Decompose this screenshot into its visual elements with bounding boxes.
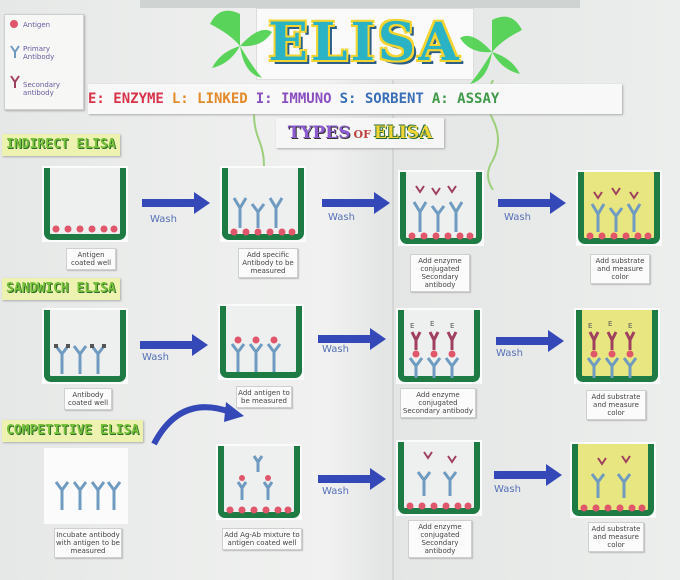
arrow-right-icon [494,464,562,486]
legend-primary: Primary Antibody [23,45,55,61]
svg-text:E: E [410,322,414,330]
wash-label: Wash [504,212,531,223]
svg-text:E: E [450,322,454,330]
wash-label: Wash [150,214,177,225]
acronym-s: S: SORBENT [339,91,424,107]
wash-label: Wash [496,348,523,359]
secondary-antibody-icon [10,75,20,88]
arrow-right-icon [140,334,208,356]
antigen-layer [52,225,118,233]
title-card [256,8,474,80]
of-word: OF [353,128,371,141]
top-strip [140,0,580,8]
well-cup-substrate [576,310,658,382]
sandwich-caption-4: Add substrate and measure color [586,390,646,420]
antigen-capture-layer [230,336,282,372]
green-ribbon-right [460,16,522,84]
competitive-secondary-layer [406,451,472,510]
indirect-caption-1: Antigen coated well [66,248,116,270]
bound-antibody-layer [230,197,296,236]
svg-text:E: E [628,322,632,330]
sandwich-caption-3: Add enzyme conjugated Secondary antibody [400,388,476,418]
antigen-icon [10,20,18,28]
competitive-substrate-layer [580,455,646,512]
competitive-caption-4: Add substrate and measure color [588,522,644,552]
wash-label: Wash [142,352,169,363]
acronym-a: A: ASSAY [431,91,500,107]
arrow-right-icon [142,192,210,214]
poster-title: ELISA [268,12,462,73]
arrow-right-icon [322,192,390,214]
wash-label: Wash [328,212,355,223]
well-cup [398,442,480,514]
legend-card: Antigen Primary Antibody Secondary antib… [4,14,84,110]
types-word: TYPES [287,123,351,143]
indirect-caption-4: Add substrate and measure color [590,254,650,284]
capture-antibody-layer [54,344,106,374]
svg-text:E: E [430,320,434,328]
antibody-antigen-mix [54,481,122,510]
arrow-right-icon [318,468,386,490]
indirect-well-3 [398,170,484,246]
wash-label: Wash [322,486,349,497]
indirect-well-1 [42,166,128,242]
arrow-right-icon [496,330,564,352]
section-competitive-label: COMPETITIVE ELISA [2,420,144,442]
competitive-well-2 [216,444,302,520]
competitive-caption-3: Add enzyme conjugated Secondary antibody [408,520,472,558]
competitive-well-4 [570,442,656,518]
wash-label: Wash [494,484,521,495]
competitive-mix-card [44,448,128,524]
competitive-well-3 [396,440,482,516]
green-ribbon-left [210,10,272,78]
wash-label: Wash [322,344,349,355]
section-indirect-label: INDIRECT ELISA [2,134,120,156]
arrow-right-icon [318,328,386,350]
svg-text:E: E [588,322,592,330]
acronym-e: E: ENZYME [88,91,164,107]
acronym-i: I: IMMUNO [255,91,332,107]
section-sandwich-label: SANDWICH ELISA [2,278,120,300]
acronym-banner: E: ENZYME L: LINKED I: IMMUNO S: SORBENT A: … [88,84,622,114]
legend-antigen: Antigen [23,21,51,29]
indirect-well-4 [576,170,662,246]
indirect-caption-3: Add enzyme conjugated Secondary antibody [410,254,470,292]
substrate-color-layer [586,187,652,240]
sandwich-well-1 [42,308,128,384]
sandwich-caption-1: Antibody coated well [64,388,112,410]
ag-ab-mixture-layer [226,455,292,514]
curved-arrow-icon [151,402,244,446]
well-cup [398,310,480,382]
sandwich-well-2 [218,304,304,380]
well-cup [220,306,302,378]
well-cup-substrate [572,444,654,516]
indirect-well-2 [220,166,306,242]
board-seam [392,0,394,580]
arrow-right-icon [498,192,566,214]
competitive-caption-1: Incubate antibody with antigen to be mea… [54,528,122,558]
primary-antibody-icon [10,45,20,58]
secondary-antibody-layer [408,185,474,240]
legend-secondary: Secondary antibody [23,81,61,97]
svg-text:E: E [608,320,612,328]
acronym-l: L: LINKED [171,91,248,107]
sandwich-caption-2: Add antigen to be measured [236,386,292,408]
elisa-word: ELISA [373,123,433,143]
indirect-caption-2: Add specific Antibody to be measured [238,248,298,278]
well-cup-substrate [578,172,660,244]
competitive-caption-2: Add Ag-Ab mixture to antigen coated well [222,528,302,550]
